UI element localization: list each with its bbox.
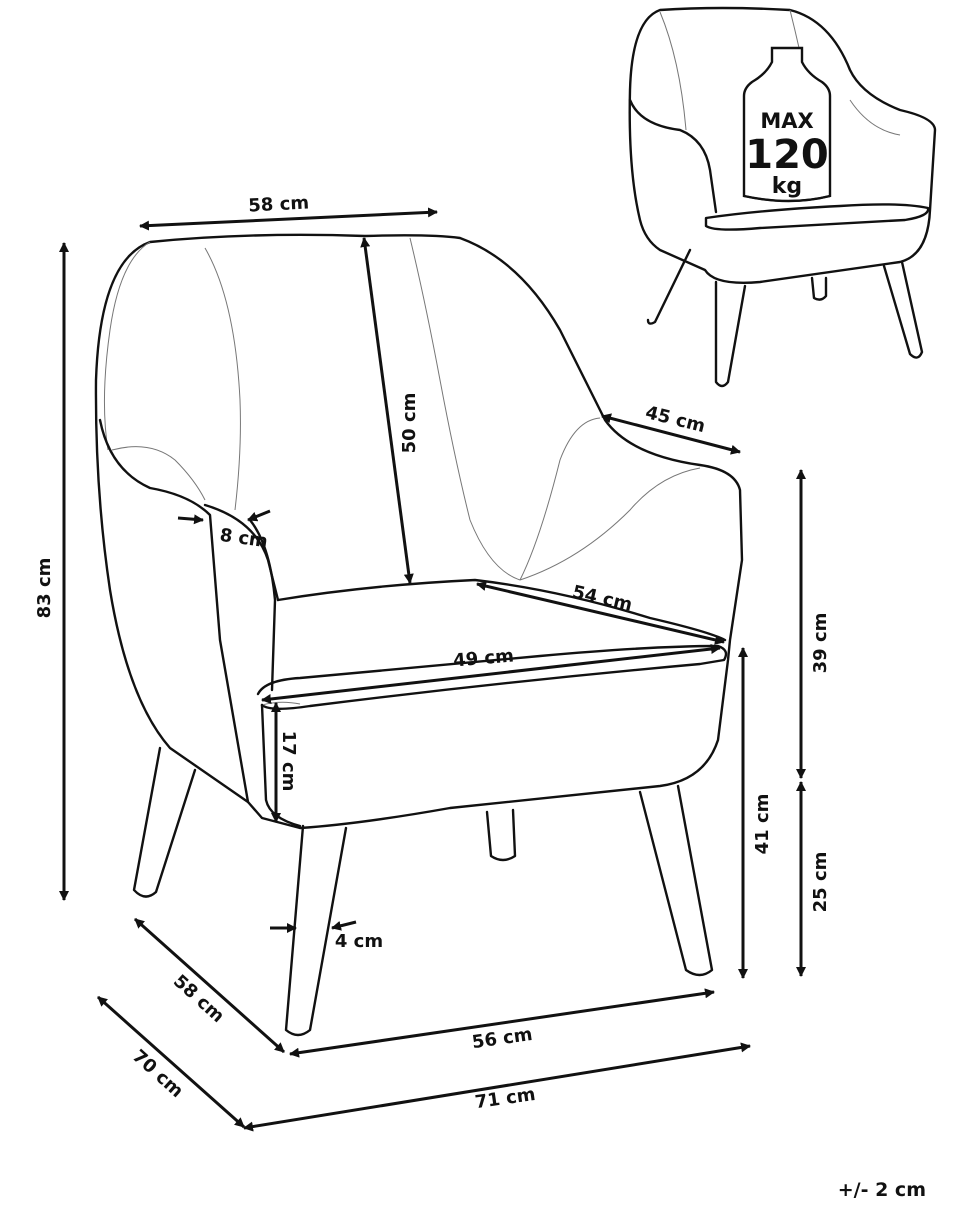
label-armrest-thickness: 8 cm xyxy=(218,525,269,553)
label-overall-height: 83 cm xyxy=(34,558,55,619)
dimension-arrows xyxy=(59,207,806,1132)
label-seat-width: 49 cm xyxy=(452,645,514,671)
arrow-overall-depth xyxy=(97,995,245,1129)
label-armrest-to-seat: 39 cm xyxy=(810,613,831,674)
tolerance-note: +/- 2 cm xyxy=(837,1179,926,1201)
chair-leg-back-left xyxy=(132,746,197,898)
label-leg-span-width: 56 cm xyxy=(471,1024,534,1053)
arrow-leg-depth xyxy=(134,917,285,1054)
chair-leg-front-right xyxy=(638,784,714,977)
load-value: 120 xyxy=(745,132,829,178)
arrow-seat-width xyxy=(261,644,721,704)
arrow-armrest-thickness-right xyxy=(247,509,271,522)
label-seat-height: 41 cm xyxy=(752,794,773,855)
label-leg-height: 25 cm xyxy=(810,852,831,913)
load-max-label: MAX xyxy=(760,109,813,133)
main-chair xyxy=(94,233,744,1037)
label-seat-depth: 54 cm xyxy=(570,582,634,616)
arrow-back-width xyxy=(139,207,438,231)
label-back-height: 50 cm xyxy=(399,393,420,454)
label-seat-cushion-height: 17 cm xyxy=(278,731,299,792)
chair-body-outline xyxy=(94,233,744,830)
inset-chair xyxy=(628,6,937,388)
arrow-armrest-width xyxy=(601,413,741,455)
label-leg-thickness: 4 cm xyxy=(335,931,383,952)
label-back-width: 58 cm xyxy=(248,192,310,216)
arrow-back-height xyxy=(360,237,414,584)
load-unit: kg xyxy=(772,174,802,199)
arrow-overall-width xyxy=(243,1042,751,1132)
arrow-seat-depth xyxy=(476,581,725,645)
label-leg-depth: 58 cm xyxy=(169,971,228,1027)
label-armrest-width: 45 cm xyxy=(643,402,707,437)
label-overall-depth: 70 cm xyxy=(128,1046,187,1102)
arrow-leg-thickness-right xyxy=(331,920,357,931)
arrow-armrest-thickness-left xyxy=(177,514,204,525)
chair-leg-back-center xyxy=(485,808,517,862)
